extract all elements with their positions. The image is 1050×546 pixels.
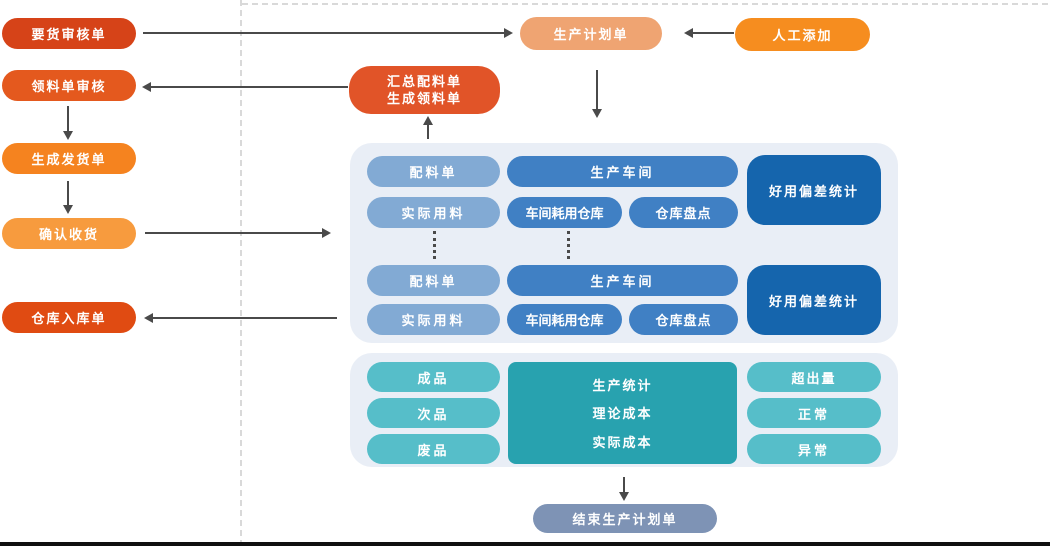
arrowhead-down-icon xyxy=(592,109,602,118)
node-deviation-stats-2[interactable]: 好用偏差统计 xyxy=(747,265,881,335)
connector-delivery-to-receipt xyxy=(67,181,69,206)
node-abnormal[interactable]: 异常 xyxy=(747,434,881,464)
node-workshop-1[interactable]: 生产车间 xyxy=(507,156,738,187)
node-summary-picking[interactable]: 汇总配料单 生成领料单 xyxy=(349,66,500,114)
node-actual-usage-1[interactable]: 实际用料 xyxy=(367,197,500,228)
stats-line-production: 生产统计 xyxy=(592,377,653,393)
node-normal[interactable]: 正常 xyxy=(747,398,881,428)
connector-demand-to-plan xyxy=(143,32,505,34)
connector-receipt-to-workshop-panel xyxy=(145,232,323,234)
node-demand-audit[interactable]: 要货审核单 xyxy=(2,18,136,49)
arrowhead-left-icon xyxy=(684,28,693,38)
arrowhead-down-icon xyxy=(63,131,73,140)
node-stocktake-1[interactable]: 仓库盘点 xyxy=(629,197,738,228)
stats-line-actual-cost: 实际成本 xyxy=(592,435,653,451)
node-scrap-goods[interactable]: 废品 xyxy=(367,434,500,464)
connector-audit-to-delivery xyxy=(67,106,69,132)
summary-line-2: 生成领料单 xyxy=(386,91,462,106)
connector-stats-to-end xyxy=(623,477,625,493)
stats-line-theoretical-cost: 理论成本 xyxy=(592,406,653,422)
page-guide-vertical-dashed-line xyxy=(240,0,242,546)
dotted-connector xyxy=(433,231,436,259)
node-workshop-warehouse-1[interactable]: 车间耗用仓库 xyxy=(507,197,622,228)
bottom-bar xyxy=(0,542,1050,546)
node-end-production-plan[interactable]: 结束生产计划单 xyxy=(533,504,717,533)
node-create-delivery[interactable]: 生成发货单 xyxy=(2,143,136,174)
node-ingredient-list-2[interactable]: 配料单 xyxy=(367,265,500,296)
dotted-connector xyxy=(567,231,570,259)
arrowhead-left-icon xyxy=(144,313,153,323)
arrowhead-right-icon xyxy=(322,228,331,238)
arrowhead-left-icon xyxy=(142,82,151,92)
arrowhead-up-icon xyxy=(423,116,433,125)
stats-panel[interactable]: 成品 次品 废品 生产统计 理论成本 实际成本 超出量 正常 异常 xyxy=(350,353,898,467)
node-ingredient-list-1[interactable]: 配料单 xyxy=(367,156,500,187)
node-defective-goods[interactable]: 次品 xyxy=(367,398,500,428)
connector-summary-to-picking-audit xyxy=(150,86,348,88)
arrowhead-down-icon xyxy=(63,205,73,214)
connector-panel-to-inbound xyxy=(152,317,337,319)
connector-panel-to-summary xyxy=(427,124,429,139)
arrowhead-right-icon xyxy=(504,28,513,38)
node-finished-goods[interactable]: 成品 xyxy=(367,362,500,392)
page-guide-horizontal-dashed-line xyxy=(242,3,1048,5)
node-picking-audit[interactable]: 领料单审核 xyxy=(2,70,136,101)
workshop-panel[interactable]: 配料单 生产车间 实际用料 车间耗用仓库 仓库盘点 好用偏差统计 配料单 生产车… xyxy=(350,143,898,343)
node-workshop-2[interactable]: 生产车间 xyxy=(507,265,738,296)
node-actual-usage-2[interactable]: 实际用料 xyxy=(367,304,500,335)
arrowhead-down-icon xyxy=(619,492,629,501)
summary-line-1: 汇总配料单 xyxy=(386,74,462,89)
connector-plan-to-workshop-panel xyxy=(596,70,598,110)
node-excess-quantity[interactable]: 超出量 xyxy=(747,362,881,392)
connector-manual-to-plan xyxy=(692,32,734,34)
node-production-stats-box[interactable]: 生产统计 理论成本 实际成本 xyxy=(508,362,737,464)
node-confirm-receipt[interactable]: 确认收货 xyxy=(2,218,136,249)
node-workshop-warehouse-2[interactable]: 车间耗用仓库 xyxy=(507,304,622,335)
node-warehouse-inbound[interactable]: 仓库入库单 xyxy=(2,302,136,333)
node-manual-add[interactable]: 人工添加 xyxy=(735,18,870,51)
node-production-plan[interactable]: 生产计划单 xyxy=(520,17,662,50)
node-deviation-stats-1[interactable]: 好用偏差统计 xyxy=(747,155,881,225)
node-stocktake-2[interactable]: 仓库盘点 xyxy=(629,304,738,335)
